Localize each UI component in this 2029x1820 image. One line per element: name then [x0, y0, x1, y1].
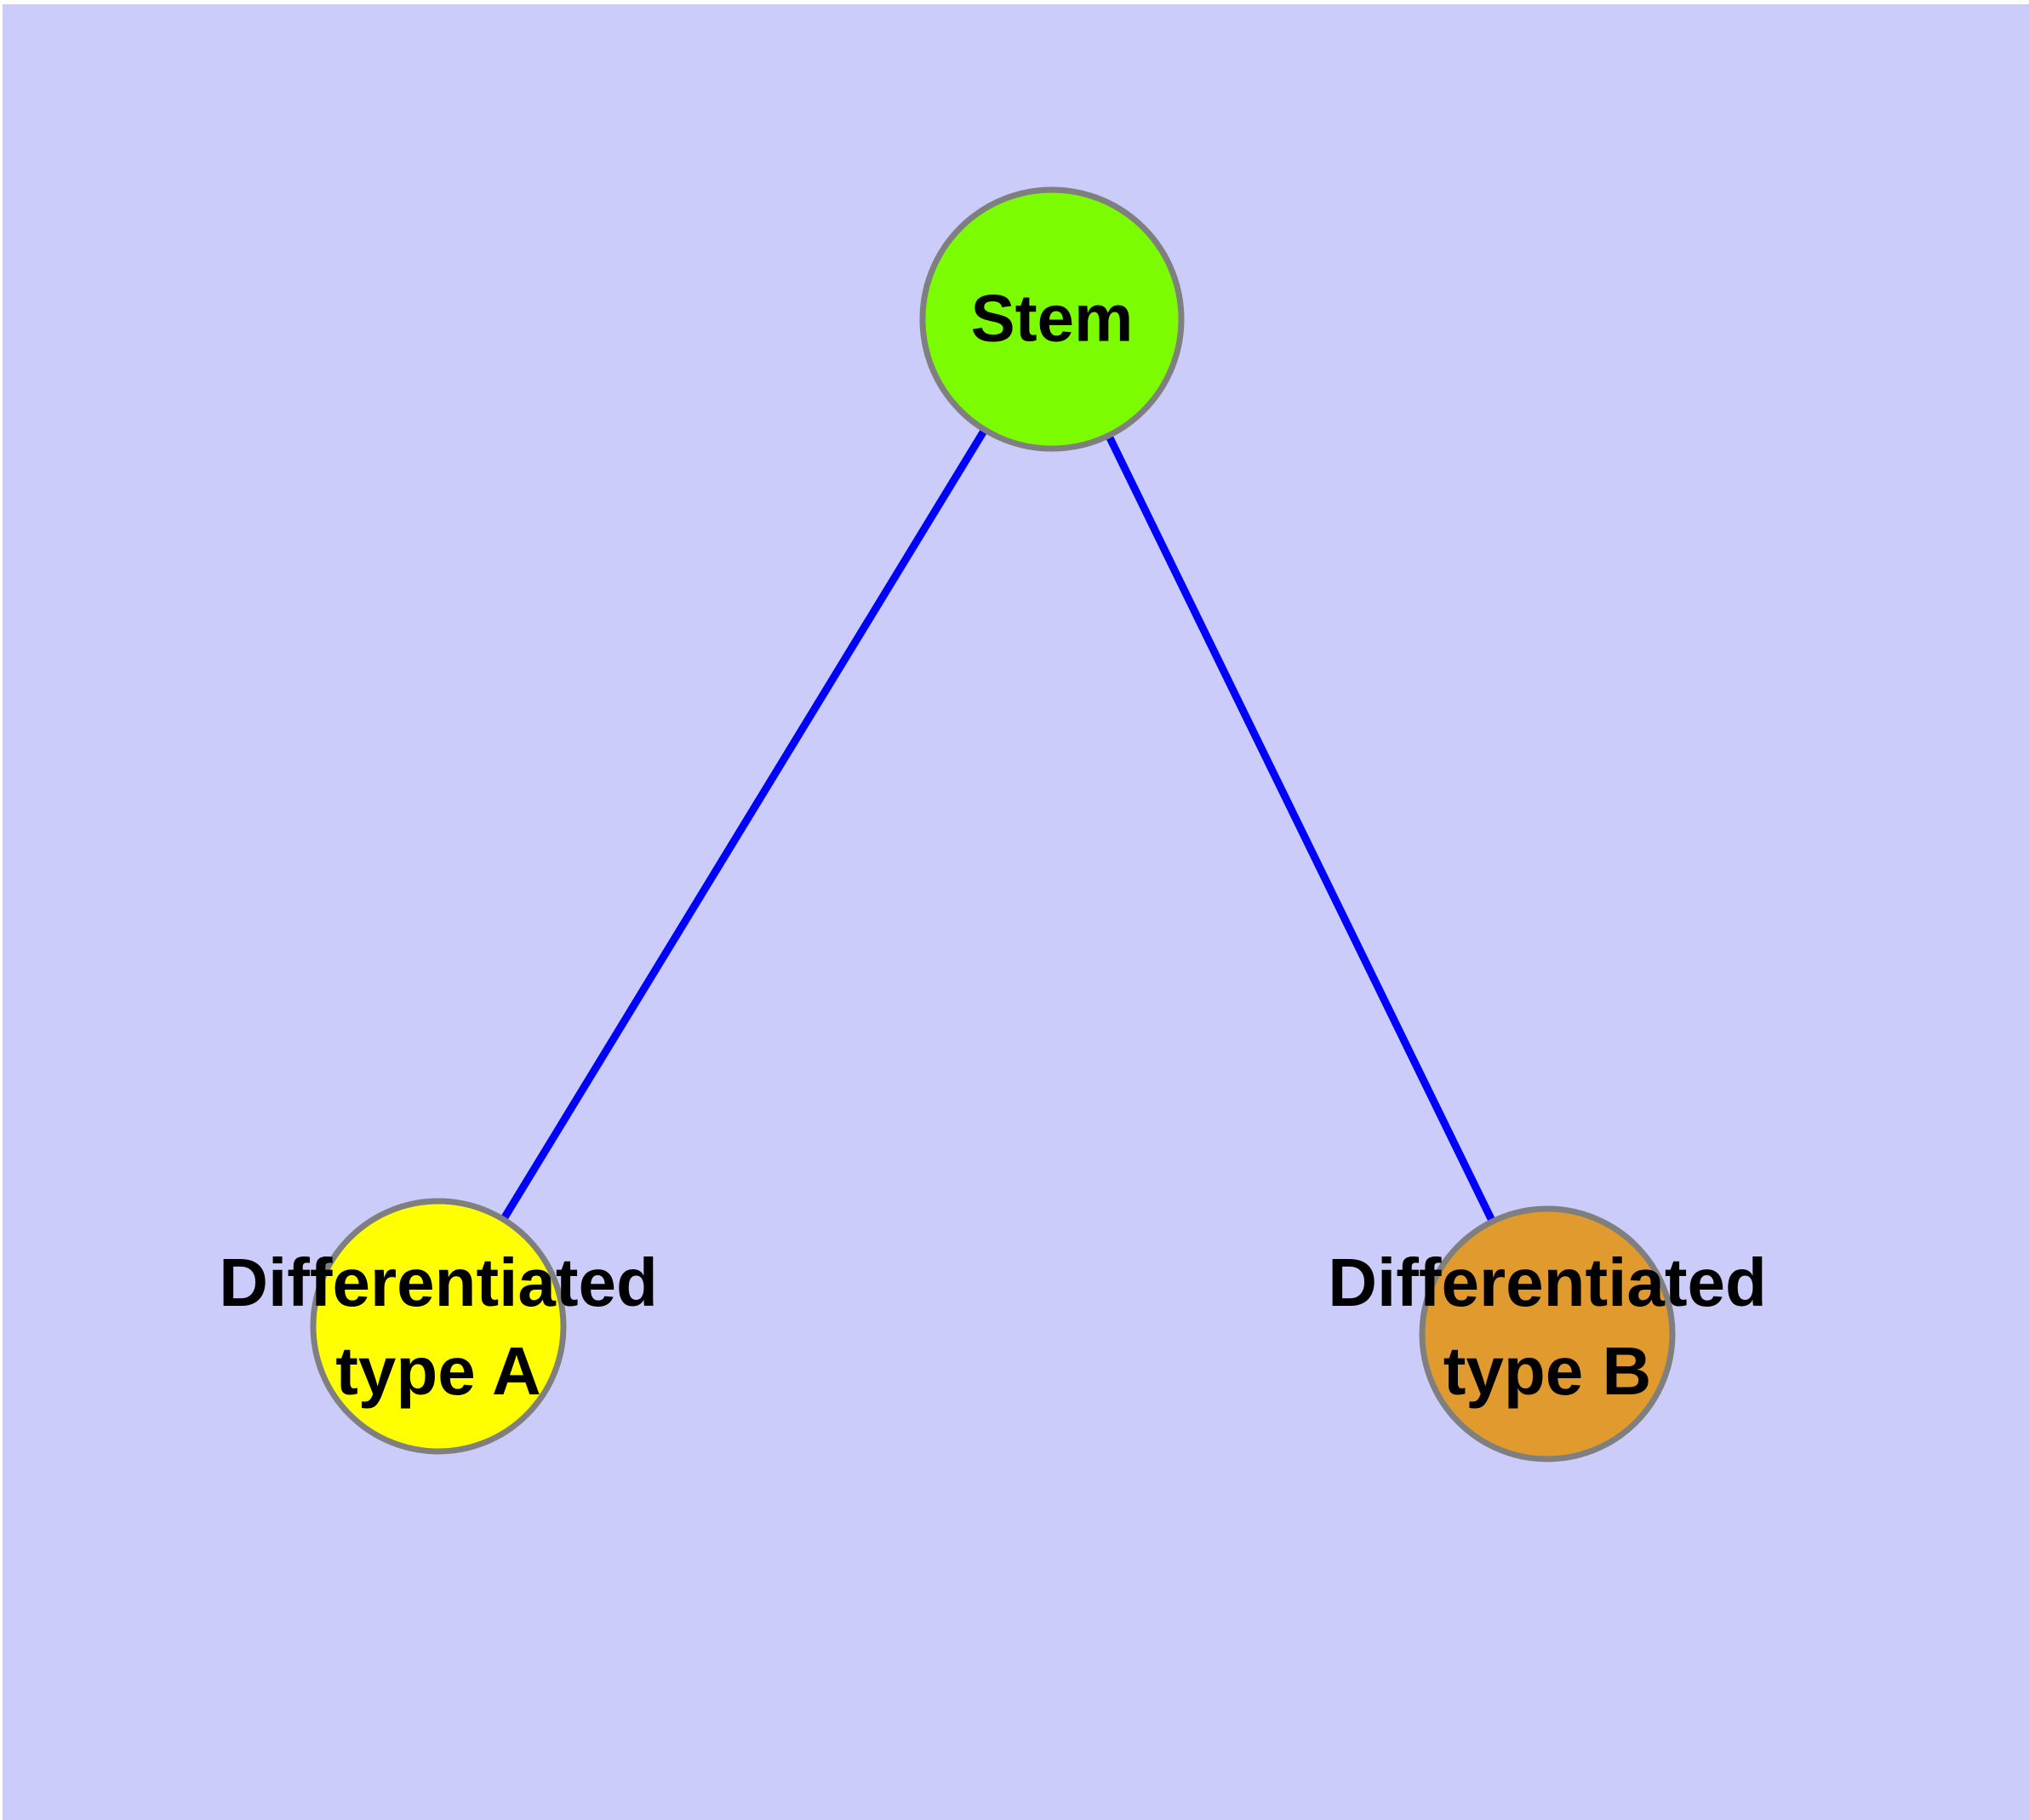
node-differentiated-type-b-label-line-2: type B	[1443, 1333, 1652, 1409]
node-differentiated-type-a-circle[interactable]	[310, 1198, 567, 1455]
node-differentiated-type-a-label-line-2: type A	[335, 1333, 541, 1409]
edge-stem-to-differentiated-type-b[interactable]	[1048, 318, 1552, 1336]
edge-layer	[435, 317, 1552, 1336]
node-differentiated-type-a-label-line-1: Differentiated	[219, 1245, 658, 1320]
node-differentiated-type-b-circle[interactable]	[1419, 1205, 1676, 1462]
node-differentiated-type-b-label-line-1: Differentiated	[1328, 1245, 1767, 1320]
node-layer	[310, 186, 1676, 1462]
node-differentiated-type-b[interactable]	[1419, 1205, 1676, 1462]
node-stem-label: Stem	[971, 281, 1134, 356]
node-differentiated-type-a[interactable]	[310, 1198, 567, 1455]
label-layer: Stem Differentiated type A Differentiate…	[219, 281, 1767, 1410]
node-stem[interactable]	[919, 186, 1185, 452]
edge-stem-to-differentiated-type-a[interactable]	[435, 317, 1055, 1329]
node-stem-circle[interactable]	[919, 186, 1185, 452]
